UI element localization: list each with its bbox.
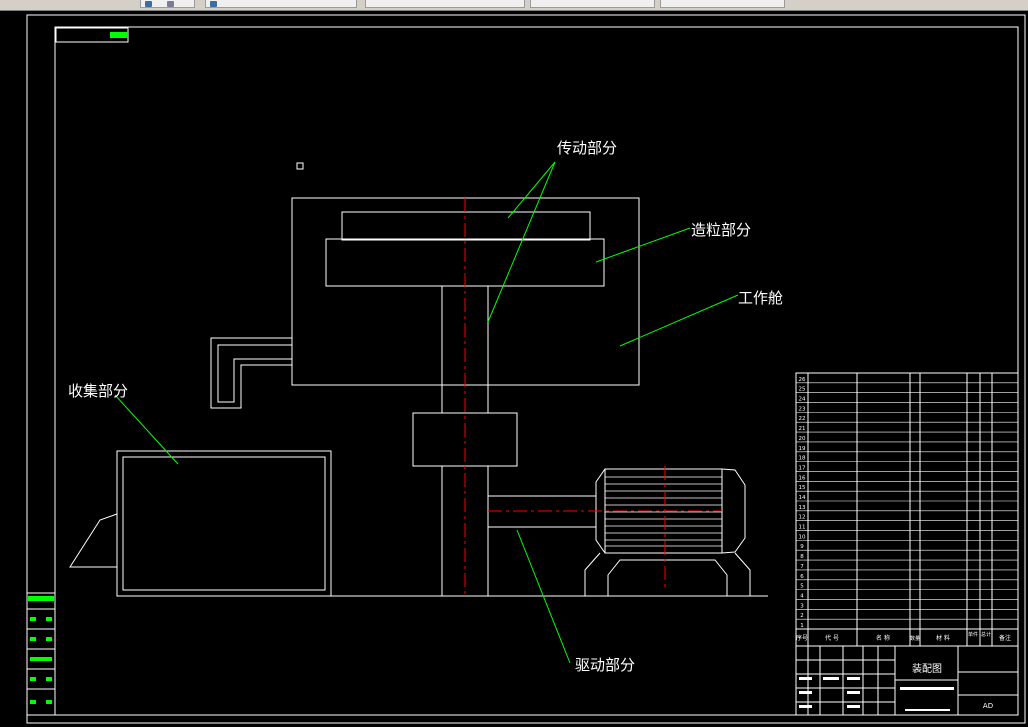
bom-row-number: 2 xyxy=(800,613,804,619)
bom-row-number: 26 xyxy=(799,377,806,383)
collection-box xyxy=(116,450,332,597)
collection-box-inner xyxy=(122,456,326,591)
tab-drawing-3[interactable] xyxy=(530,0,655,8)
gear-icon xyxy=(167,1,174,7)
collection-hopper xyxy=(69,513,118,568)
bom-row-number: 3 xyxy=(800,603,804,609)
discharge-chute-outer xyxy=(210,337,292,409)
bom-row-number: 8 xyxy=(800,554,804,560)
bom-row-number: 25 xyxy=(799,387,806,393)
left-strip xyxy=(26,592,56,716)
bom-row-number: 13 xyxy=(799,505,806,511)
marker-square xyxy=(296,162,304,170)
folder-icon xyxy=(145,1,152,7)
bom-table: 2625242322212019181716151413121110987654… xyxy=(795,372,1019,647)
corner-stamp-text xyxy=(110,32,128,38)
bom-row-number: 24 xyxy=(799,397,806,403)
bom-row-number: 22 xyxy=(799,416,806,422)
bom-row-number: 9 xyxy=(800,544,804,550)
bom-row-number: 16 xyxy=(799,475,806,481)
bom-row-number: 1 xyxy=(800,623,804,629)
bom-row-number: 5 xyxy=(800,584,804,590)
label-drive: 驱动部分 xyxy=(575,656,635,674)
bom-row-number: 10 xyxy=(799,534,806,540)
bom-row-number: 14 xyxy=(799,495,806,501)
leader-lines xyxy=(114,161,739,664)
toolbar-icons[interactable] xyxy=(140,0,195,8)
bom-header-total: 总计 xyxy=(981,631,991,638)
outer-border xyxy=(26,14,1026,724)
window-toolbar xyxy=(0,0,1028,11)
bom-row-number: 20 xyxy=(799,436,806,442)
sheet-code-label: AD xyxy=(983,702,993,710)
bom-row-number: 4 xyxy=(800,593,804,599)
bom-row-number: 6 xyxy=(800,574,804,580)
bom-header-no: 序号 xyxy=(796,634,808,642)
bom-row-number: 23 xyxy=(799,406,806,412)
bom-header-name: 名 称 xyxy=(876,634,890,642)
bom-row-number: 11 xyxy=(799,525,806,531)
label-collection: 收集部分 xyxy=(68,382,128,400)
bom-row-number: 7 xyxy=(800,564,804,570)
label-granulation: 造粒部分 xyxy=(691,221,751,239)
drawing-type-label: 装配图 xyxy=(912,662,942,675)
tab-drawing-2[interactable] xyxy=(365,0,525,8)
label-working-chamber: 工作舱 xyxy=(738,289,783,307)
drawing-icon xyxy=(210,1,217,7)
discharge-chute-inner xyxy=(217,344,292,403)
electric-motor xyxy=(584,468,751,597)
inner-border xyxy=(54,26,1019,716)
bom-row-number: 15 xyxy=(799,485,806,491)
bom-header-unit: 单件 xyxy=(968,631,978,638)
top-plate xyxy=(341,211,591,241)
bom-row-number: 12 xyxy=(799,515,806,521)
bom-row-number: 19 xyxy=(799,446,806,452)
tab-drawing-1[interactable] xyxy=(205,0,357,8)
bom-header-qty: 数量 xyxy=(910,635,920,642)
label-transmission: 传动部分 xyxy=(557,139,617,157)
tab-drawing-4[interactable] xyxy=(660,0,785,8)
bom-row-number: 18 xyxy=(799,456,806,462)
title-block: 装配图 AD xyxy=(795,645,1019,716)
bom-header-remarks: 备注 xyxy=(999,634,1011,642)
bom-row-number: 17 xyxy=(799,465,806,471)
bom-header-code: 代 号 xyxy=(825,634,839,642)
bom-row-number: 21 xyxy=(799,426,806,432)
bom-header-material: 材 料 xyxy=(936,634,950,642)
